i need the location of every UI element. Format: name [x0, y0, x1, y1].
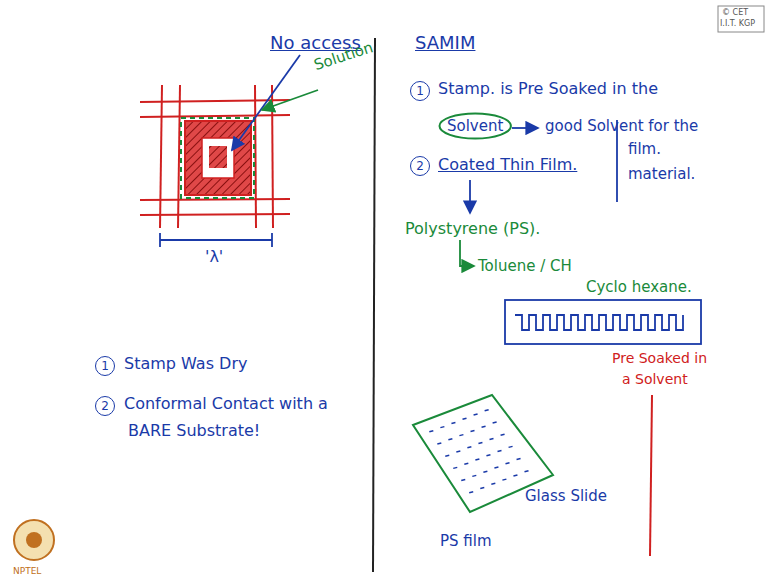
note-text: BARE Substrate!	[128, 422, 260, 440]
note-text: I.I.T. KGP	[720, 19, 755, 28]
note-text: PS film	[440, 533, 492, 550]
note-text: Polystyrene (PS).	[405, 220, 540, 238]
note-text: Glass Slide	[525, 488, 607, 505]
note-text: © CET	[722, 8, 748, 17]
callout-number: 1	[410, 81, 430, 101]
callout-number: 2	[410, 156, 430, 176]
note-text: a Solvent	[622, 371, 688, 387]
note-text: 'λ'	[205, 248, 223, 266]
node-text: Solvent	[447, 117, 503, 135]
note-text: good Solvent for the	[545, 118, 698, 135]
note-text: Stamp Was Dry	[124, 355, 247, 373]
note-text: material.	[628, 166, 695, 183]
callout-number: 1	[95, 356, 115, 376]
note-text: film.	[628, 141, 661, 158]
note-text: Coated Thin Film.	[438, 156, 577, 174]
callout-number: 2	[95, 396, 115, 416]
note-text: Toluene / CH	[478, 258, 572, 275]
circled-word: Solvent	[438, 112, 512, 140]
note-text: Pre Soaked in	[612, 350, 707, 366]
note-text: Conformal Contact with a	[124, 395, 328, 413]
note-text: Stamp. is Pre Soaked in the	[438, 80, 658, 98]
note-text: NPTEL	[13, 566, 41, 576]
note-text: Cyclo hexane.	[586, 279, 692, 296]
note-text: SAMIM	[415, 33, 475, 54]
